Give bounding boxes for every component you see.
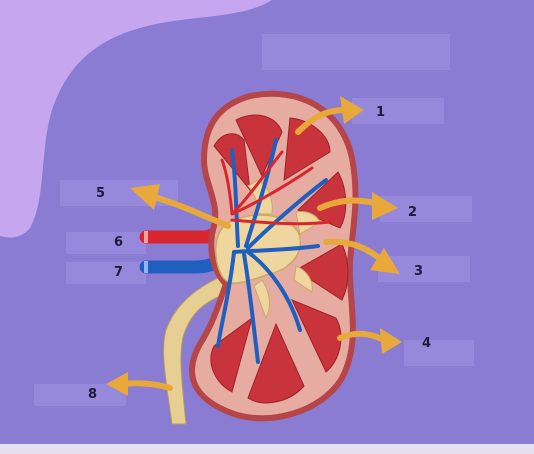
- vein-opening: [144, 261, 148, 273]
- blank-box-1: [352, 98, 444, 124]
- label-5: 5: [96, 186, 105, 201]
- label-6: 6: [114, 235, 123, 250]
- artery-opening: [144, 231, 148, 243]
- label-1: 1: [376, 105, 385, 120]
- label-3: 3: [414, 264, 423, 279]
- blank-box-top: [262, 34, 450, 70]
- blank-box-7: [66, 262, 146, 284]
- label-2: 2: [408, 205, 417, 220]
- label-8: 8: [88, 387, 97, 402]
- label-4: 4: [422, 336, 431, 351]
- blank-box-4: [404, 340, 474, 366]
- bottom-strip: [0, 444, 534, 454]
- blank-box-6: [66, 232, 146, 254]
- label-7: 7: [114, 265, 123, 280]
